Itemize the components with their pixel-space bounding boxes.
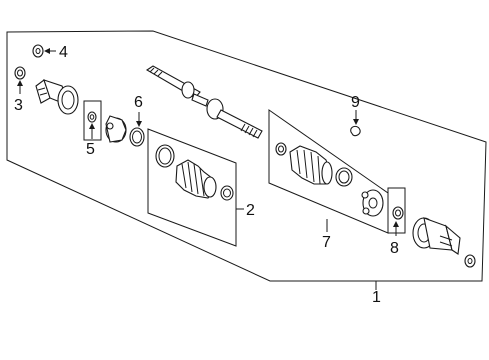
tripod-bearing-right	[361, 189, 384, 217]
cv-boot-right	[289, 145, 333, 185]
callout-8: 8	[390, 240, 399, 257]
boot-clamp-small-right	[275, 142, 287, 156]
ring-part-6	[129, 127, 145, 147]
callout-6: 6	[134, 94, 143, 111]
callout-4: 4	[59, 44, 68, 61]
callout-2: 2	[246, 202, 255, 219]
callout-1: 1	[372, 289, 381, 306]
callout-3: 3	[14, 97, 23, 114]
snap-ring-part-3	[14, 66, 26, 80]
washer-right-end	[464, 254, 476, 268]
cv-boot-left	[175, 159, 217, 199]
axle-shaft	[145, 65, 263, 139]
outer-cv-joint-left	[35, 79, 79, 115]
assembly-outline	[6, 30, 487, 282]
clip-part-8	[392, 206, 404, 220]
left-boot-kit-outline	[147, 128, 237, 247]
washer-part-4	[32, 44, 44, 58]
clip-part-5	[87, 111, 97, 123]
boot-clamp-large-left	[220, 185, 234, 201]
tripod-bearing-left	[105, 115, 127, 143]
inner-cv-joint-right	[412, 217, 461, 255]
part-8-outline	[387, 187, 406, 234]
callout-7: 7	[322, 234, 331, 251]
callout-5: 5	[86, 141, 95, 158]
leaders	[17, 48, 399, 290]
part-5-outline	[83, 100, 102, 141]
boot-clamp-small-left	[155, 144, 175, 168]
callout-9: 9	[351, 94, 360, 111]
clip-part-9	[350, 125, 361, 137]
boot-clamp-large-right	[335, 167, 353, 187]
